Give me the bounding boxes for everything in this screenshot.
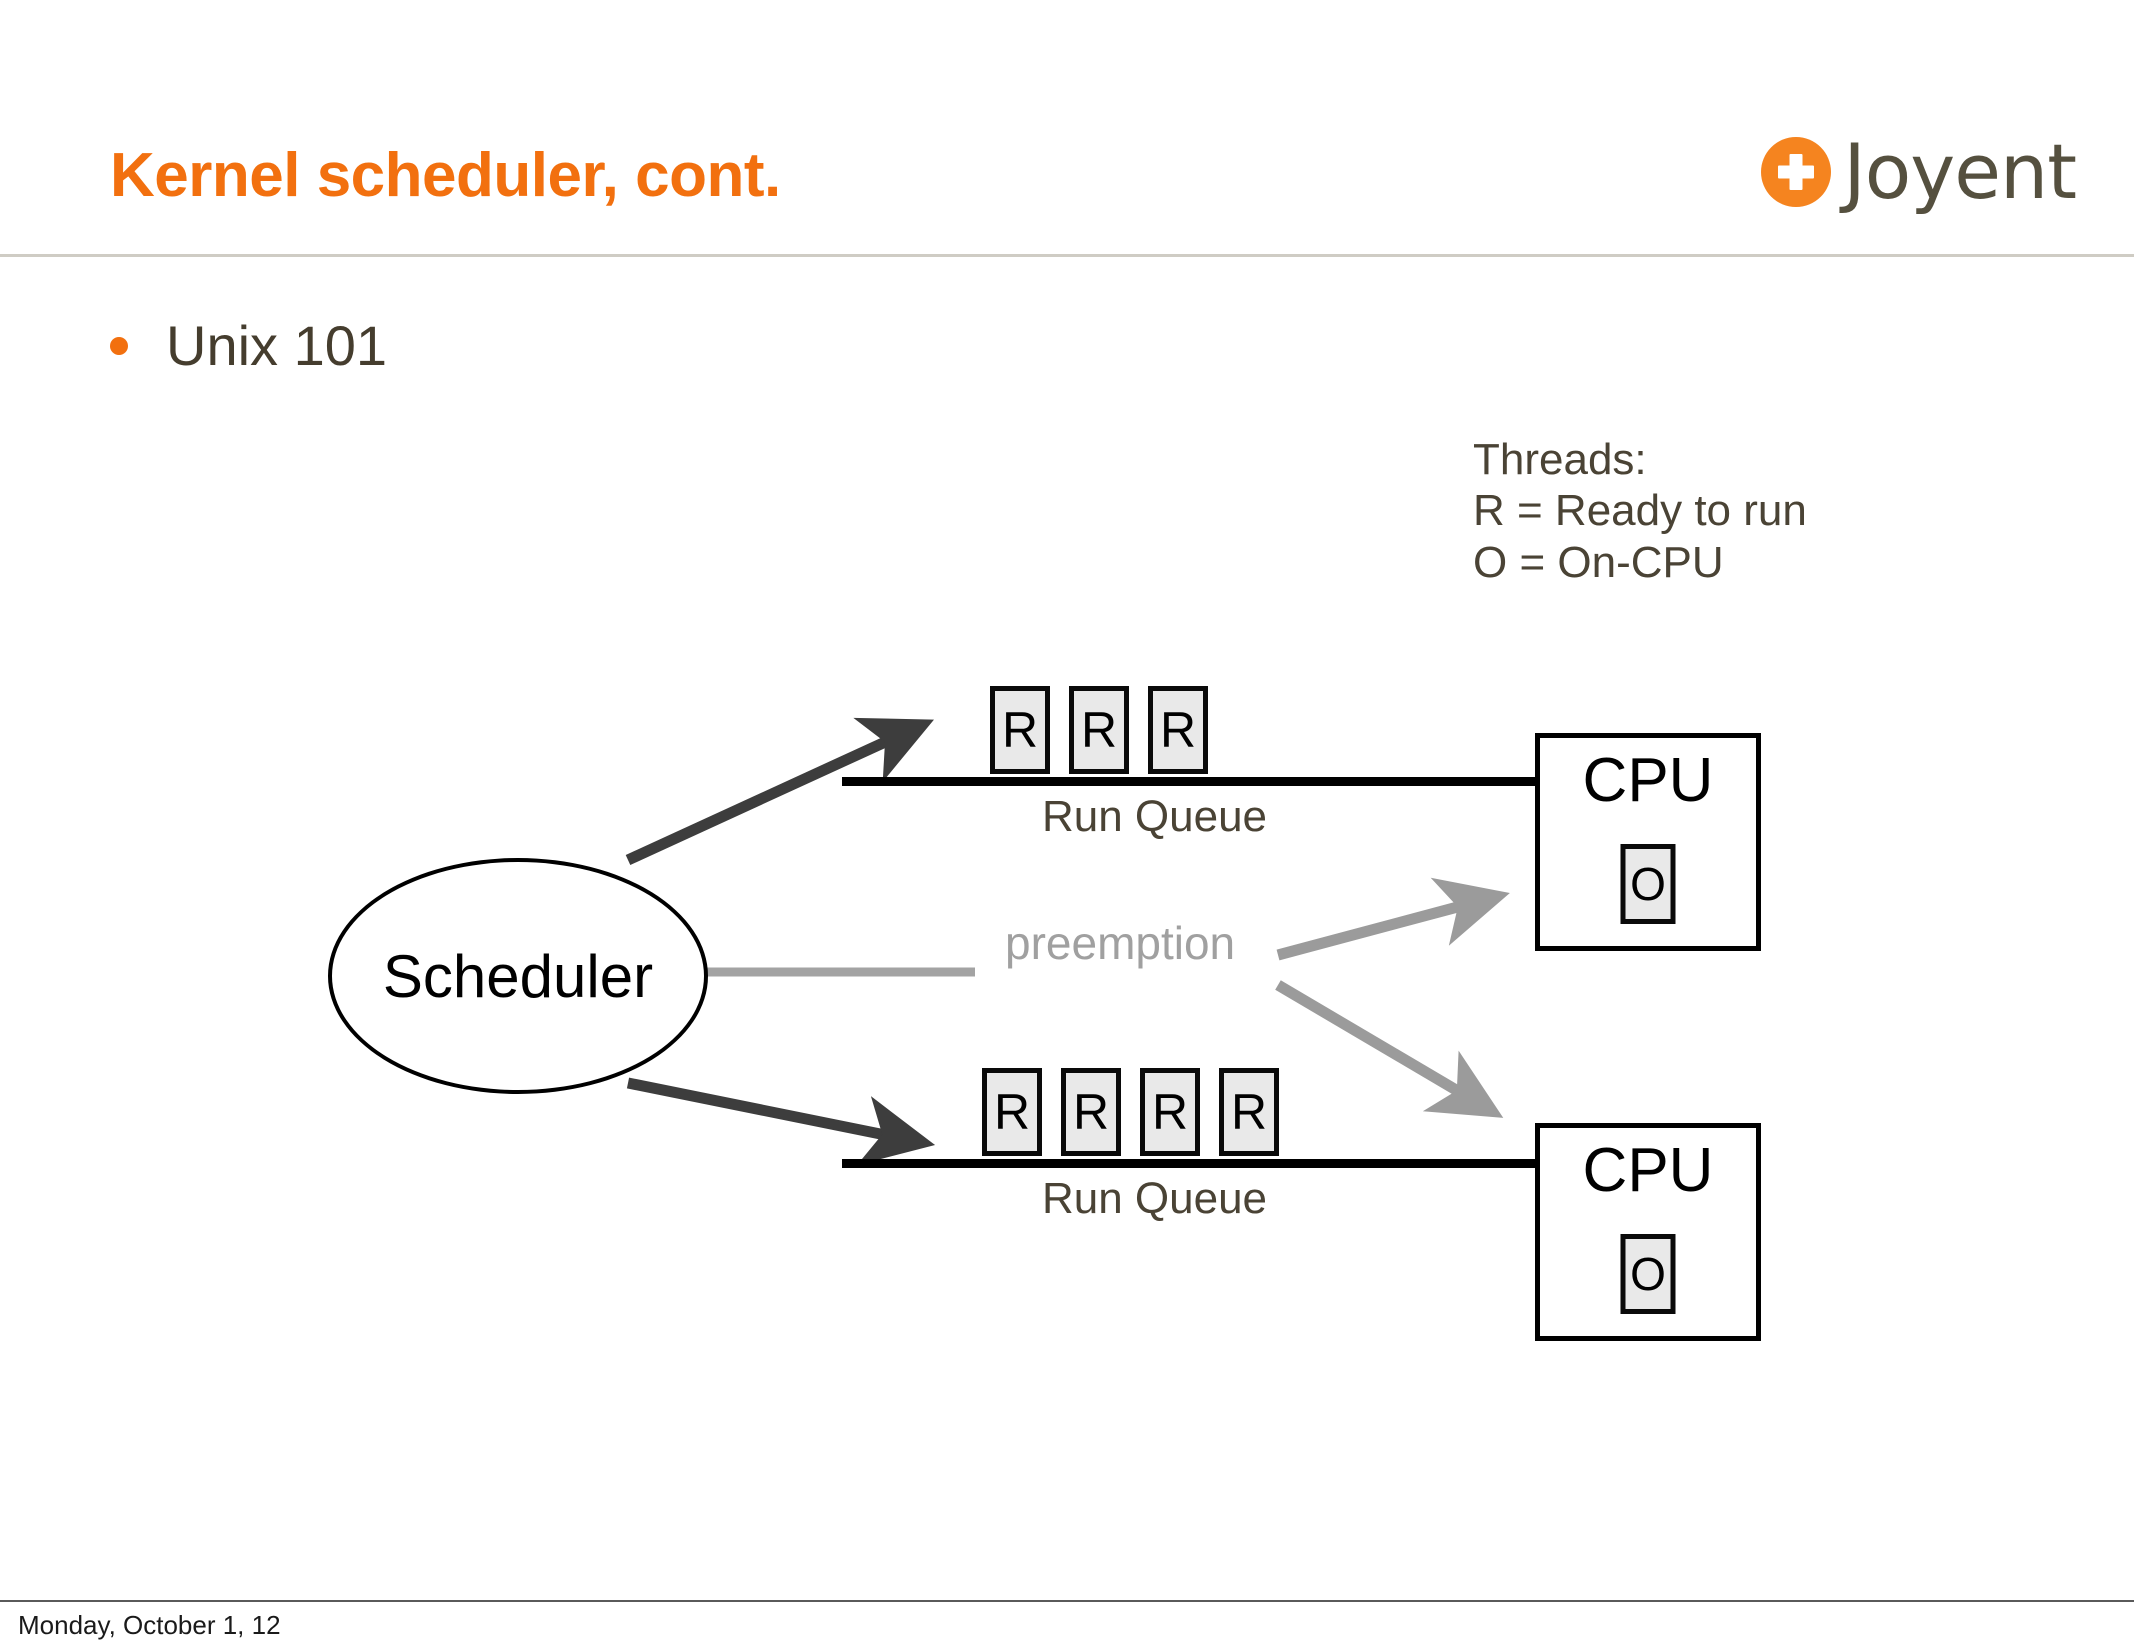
- brand-wordmark: Joyent: [1843, 127, 2077, 216]
- thread-box: R: [1140, 1068, 1200, 1156]
- cpu-box-bottom: CPU O: [1535, 1123, 1761, 1341]
- preemption-label: preemption: [1005, 917, 1236, 969]
- thread-box: R: [990, 686, 1050, 774]
- cpu-top-label: CPU: [1582, 746, 1714, 815]
- legend-line-oncpu: O = On-CPU: [1473, 537, 1724, 587]
- scheduler-label: Scheduler: [382, 942, 654, 1010]
- threads-legend: Threads: R = Ready to run O = On-CPU: [1473, 434, 1807, 588]
- thread-box: R: [1219, 1068, 1279, 1156]
- footer-date: Monday, October 1, 12: [18, 1610, 281, 1640]
- run-queue-bottom-line: [842, 1159, 1537, 1168]
- footer-divider: [0, 1600, 2134, 1602]
- slide-header: Kernel scheduler, cont. Joyent: [0, 0, 2134, 255]
- thread-box: R: [1148, 686, 1208, 774]
- thread-box: R: [982, 1068, 1042, 1156]
- thread-box: R: [1069, 686, 1129, 774]
- cpu-bottom-label: CPU: [1582, 1136, 1714, 1205]
- bullet-marker-icon: [110, 336, 128, 355]
- legend-line-ready: R = Ready to run: [1473, 486, 1807, 536]
- run-queue-bottom-caption: Run Queue: [1041, 1174, 1268, 1223]
- joyent-logo: Joyent: [1761, 127, 2077, 216]
- run-queue-top-caption: Run Queue: [1041, 792, 1268, 841]
- scheduler-node: Scheduler: [328, 858, 708, 1094]
- header-divider: [0, 254, 2134, 257]
- arrow-preemption-to-top-cpu: [1276, 877, 1510, 961]
- page-title: Kernel scheduler, cont.: [110, 141, 781, 210]
- run-queue-top: R R R Run Queue: [842, 660, 1537, 841]
- run-queue-top-threads: R R R: [990, 686, 1208, 774]
- bullet-label: Unix 101: [166, 314, 388, 377]
- cpu-top-thread-box: O: [1620, 844, 1676, 924]
- run-queue-bottom: R R R R Run Queue: [842, 1042, 1537, 1223]
- plus-circle-icon: [1761, 137, 1832, 208]
- run-queue-top-line: [842, 777, 1537, 786]
- cpu-bottom-thread-box: O: [1620, 1234, 1676, 1314]
- run-queue-bottom-threads: R R R R: [982, 1068, 1279, 1156]
- legend-heading: Threads:: [1473, 435, 1647, 484]
- thread-box: R: [1061, 1068, 1121, 1156]
- bullet-item-unix-101: Unix 101: [110, 313, 387, 378]
- cpu-box-top: CPU O: [1535, 733, 1761, 951]
